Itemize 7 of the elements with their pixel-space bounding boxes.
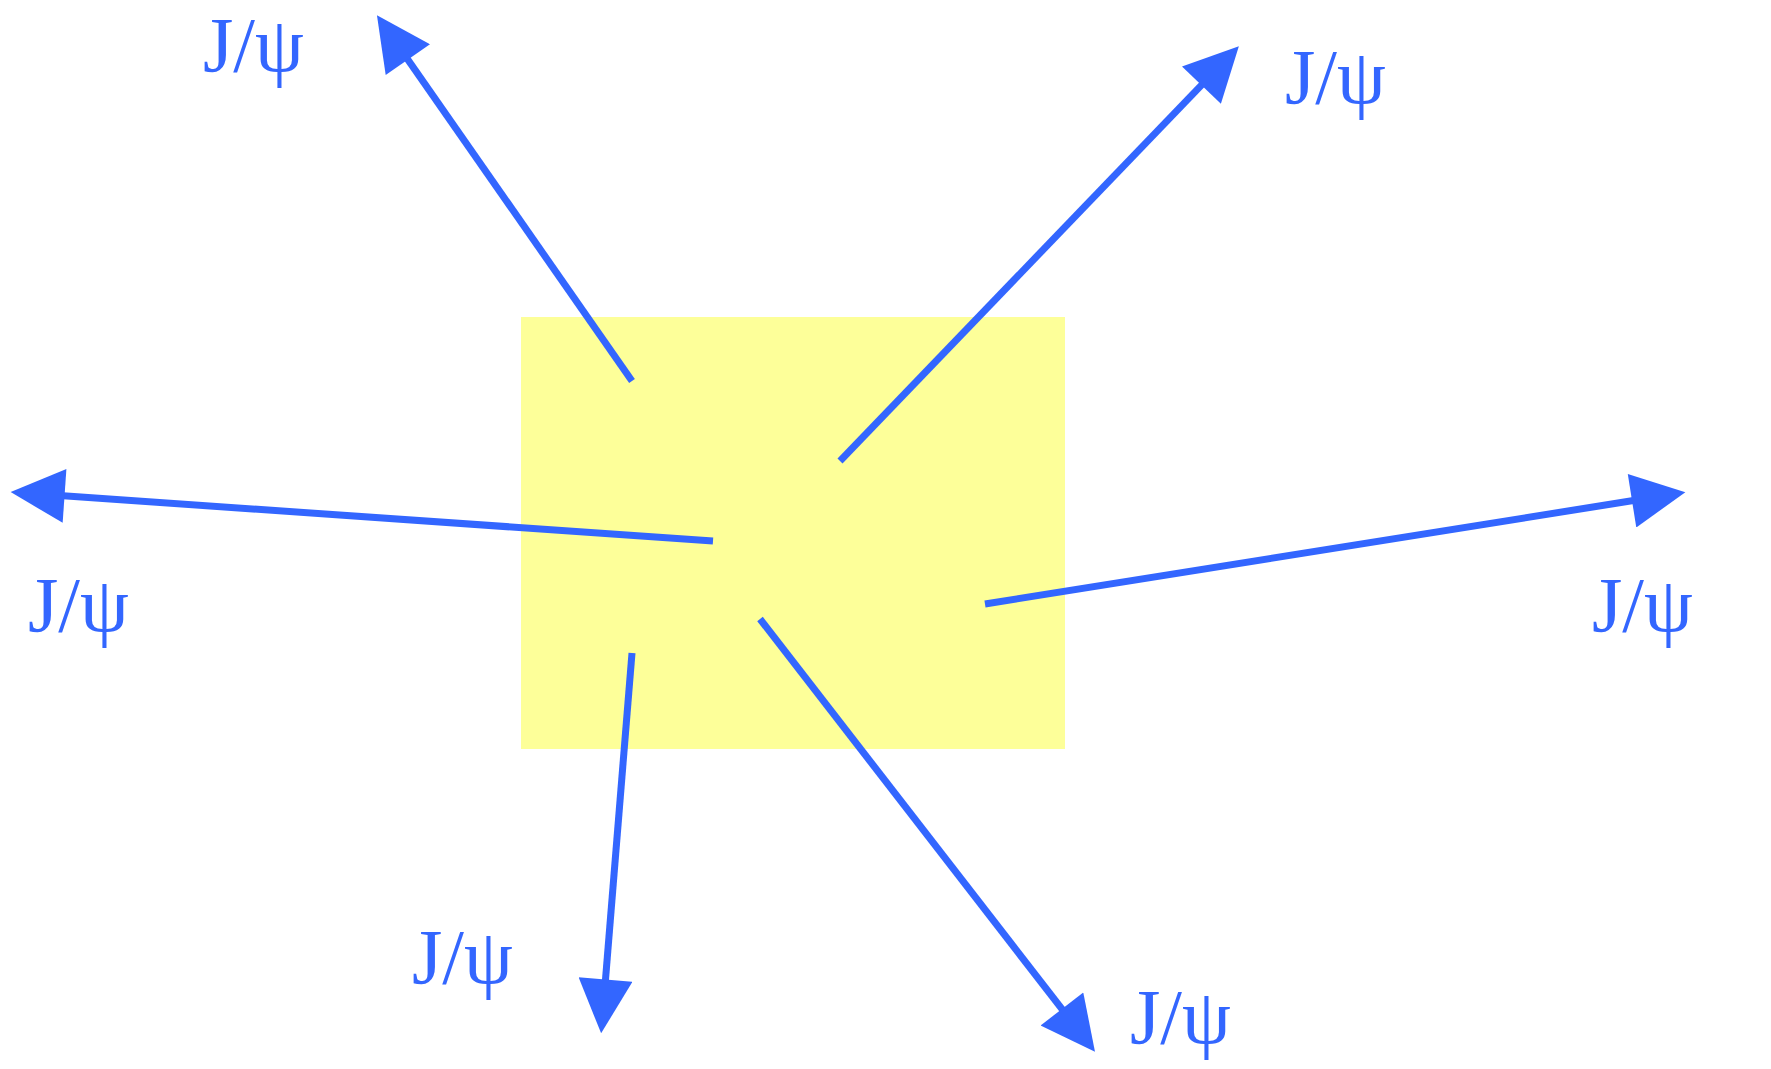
arrow — [757, 616, 1095, 1052]
arrow — [984, 474, 1686, 608]
arrow — [578, 652, 636, 1034]
arrow — [376, 15, 635, 383]
interaction-region — [521, 317, 1065, 749]
arrow — [10, 468, 714, 545]
arrow — [837, 46, 1239, 464]
